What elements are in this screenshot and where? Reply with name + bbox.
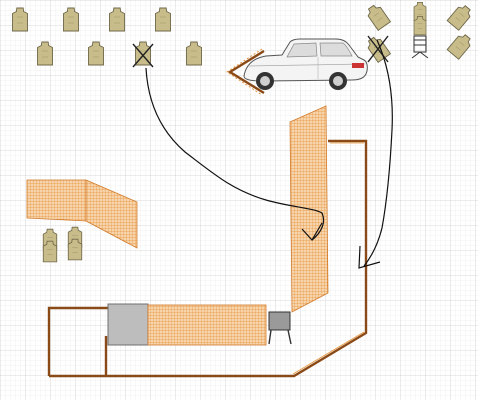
v-barrier [226,48,265,96]
table-icon [268,311,292,345]
mesh-barricade-left [26,179,138,249]
cross-mark-icon [132,43,154,68]
cross-mark-icon [367,35,389,63]
wall-right [106,139,368,378]
crossed-out-target [132,41,154,68]
start-area-walls [47,306,108,378]
mesh-wall-horizontal [147,304,267,346]
barricade-block [107,303,149,346]
target-group-right [364,2,474,63]
arrow-head-icon [358,245,381,269]
target-on-stand [411,2,429,59]
car-icon [243,38,368,90]
target-stand-icon [411,35,429,59]
movement-path-right [358,39,393,269]
movement-path-left [145,67,325,242]
arrow-head-icon [301,222,323,242]
